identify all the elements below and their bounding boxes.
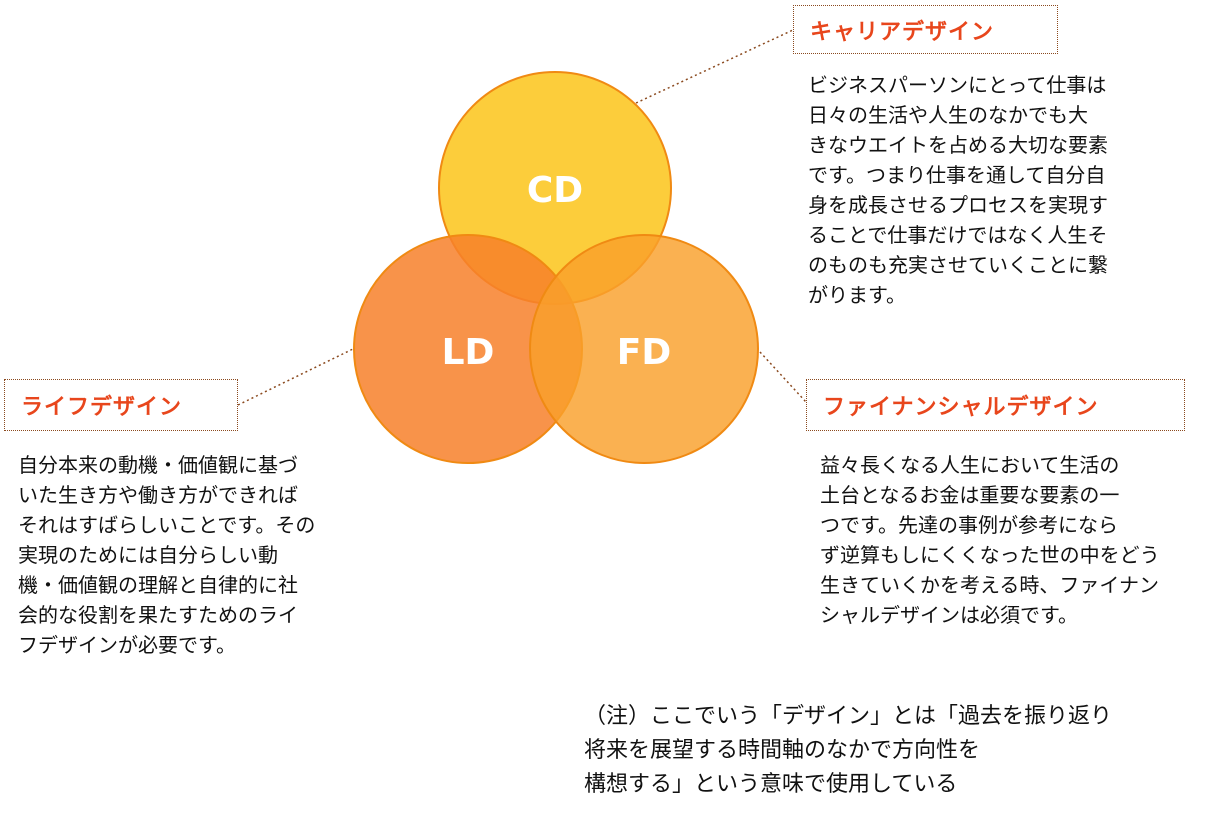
life-description-line: フデザインが必要です。 (18, 633, 236, 657)
career-connector-line (635, 29, 794, 104)
life-description-line: 会的な役割を果たすためのライ (18, 603, 298, 627)
financial-design-description: 益々長くなる人生において生活の 土台となるお金は重要な要素の一 つです。先達の事… (820, 450, 1160, 630)
life-connector-line (237, 347, 356, 406)
life-description-line: それはすばらしいことです。その (18, 513, 316, 537)
fd-label: FD (617, 332, 671, 373)
life-description-line: 機・価値観の理解と自律的に社 (18, 573, 298, 597)
fd-circle (529, 234, 759, 464)
career-description-line: ることで仕事だけではなく人生そ (808, 223, 1108, 247)
financial-description-line: シャルデザインは必須です。 (820, 603, 1078, 627)
life-design-title-box: ライフデザイン (4, 379, 238, 431)
financial-description-line: 益々長くなる人生において生活の (820, 453, 1120, 477)
life-description-line: 実現のためには自分らしい動 (18, 543, 278, 567)
financial-description-line: ず逆算もしにくくなった世の中をどう (820, 543, 1160, 567)
career-design-title: キャリアデザイン (810, 19, 995, 45)
career-description-line: きなウエイトを占める大切な要素 (808, 133, 1108, 157)
life-design-description: 自分本来の動機・価値観に基づ いた生き方や働き方ができれば それはすばらしいこと… (18, 450, 315, 660)
career-description-line: ビジネスパーソンにとって仕事は (808, 73, 1107, 97)
note-line: 将来を展望する時間軸のなかで方向性を (584, 738, 981, 763)
career-description-line: 日々の生活や人生のなかでも大 (808, 103, 1088, 127)
note-line: 構想する」という意味で使用している (584, 772, 958, 797)
financial-description-line: 生きていくかを考える時、ファイナン (820, 573, 1159, 597)
note-line: （注）ここでいう「デザイン」とは「過去を振り返り (584, 704, 1113, 729)
cd-label: CD (527, 170, 583, 211)
career-description-line: です。つまり仕事を通して自分自 (808, 163, 1106, 187)
career-description-line: のものも充実させていくことに繋 (808, 253, 1108, 277)
career-description-line: がります。 (808, 283, 906, 307)
financial-design-title-box: ファイナンシャルデザイン (806, 379, 1185, 431)
life-description-line: いた生き方や働き方ができれば (18, 483, 298, 507)
financial-description-line: 土台となるお金は重要な要素の一 (820, 483, 1120, 507)
financial-description-line: つです。先達の事例が参考になら (820, 513, 1118, 537)
career-design-description: ビジネスパーソンにとって仕事は 日々の生活や人生のなかでも大 きなウエイトを占め… (808, 70, 1108, 310)
ld-label: LD (442, 332, 495, 373)
design-definition-note: （注）ここでいう「デザイン」とは「過去を振り返り 将来を展望する時間軸のなかで方… (584, 700, 1112, 802)
financial-design-title: ファイナンシャルデザイン (823, 395, 1099, 420)
life-description-line: 自分本来の動機・価値観に基づ (18, 453, 298, 477)
career-design-title-box: キャリアデザイン (793, 5, 1058, 54)
financial-connector-line (759, 351, 807, 403)
life-design-title: ライフデザイン (21, 395, 183, 420)
career-description-line: 身を成長させるプロセスを実現す (808, 193, 1108, 217)
